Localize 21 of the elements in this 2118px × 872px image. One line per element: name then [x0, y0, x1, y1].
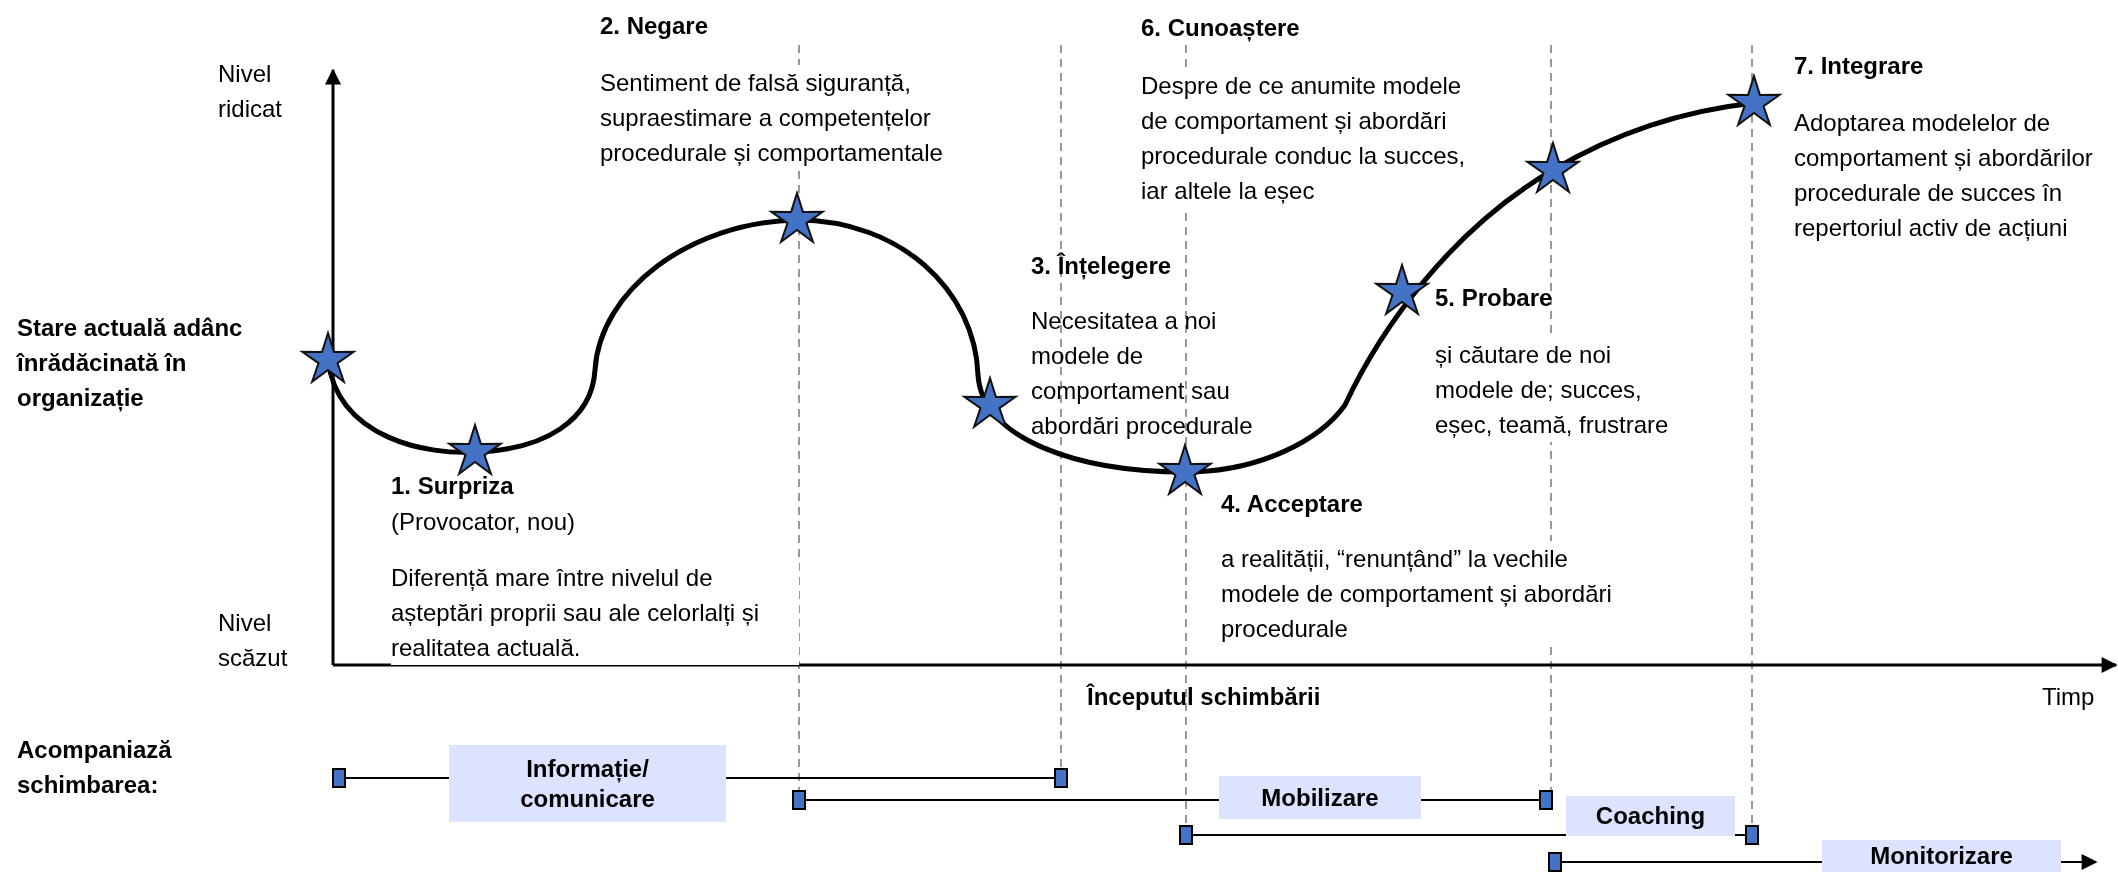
- phase-description: Adoptarea modelelor de comportament și abordărilor procedurale de succes în repertoriul activ de acțiuni: [1794, 108, 2094, 243]
- phase-description: Diferență mare între nivelul de așteptări proprii sau ale celorlalți și realitatea actuală.: [391, 560, 799, 665]
- phase-title: 7. Integrare: [1794, 51, 1924, 81]
- phase-title: 4. Acceptare: [1221, 489, 1363, 519]
- phase-title: 5. Probare: [1435, 283, 1553, 313]
- phase-title: 1. Surpriza: [391, 471, 514, 501]
- phase-band: Mobilizare: [1219, 776, 1421, 819]
- phase-title: 3. Înțelegere: [1031, 251, 1172, 282]
- axis-label: Începutul schimbării: [1087, 682, 1321, 712]
- phase-band: Informație/ comunicare: [449, 745, 726, 822]
- phase-title: 2. Negare: [600, 11, 709, 41]
- phase-band: Coaching: [1566, 796, 1735, 836]
- phase-subtitle: (Provocator, nou): [391, 507, 576, 537]
- phase-description: Necesitatea a noi modele de comportament sau abordări procedurale: [1031, 306, 1254, 441]
- axis-label: Timp: [2042, 682, 2095, 712]
- phase-title: 6. Cunoaștere: [1141, 13, 1300, 44]
- phase-band: Monitorizare: [1822, 840, 2061, 872]
- state-label: Stare actuală adânc înrădăcinată în organizație: [17, 313, 244, 414]
- axis-label: Nivel ridicat: [218, 59, 284, 124]
- row-label: Acompaniază schimbarea:: [17, 735, 173, 800]
- axis-label: Nivel scăzut: [218, 608, 289, 673]
